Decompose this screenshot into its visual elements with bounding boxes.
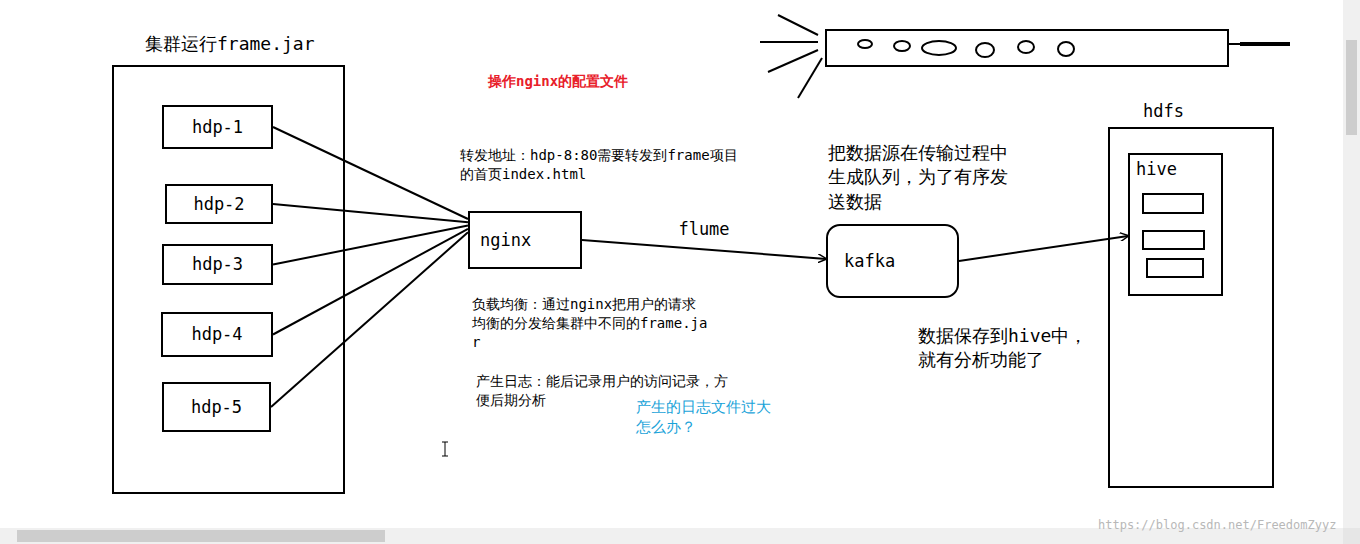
note: 把数据源在传输过程中生成队列，为了有序发送数据 (828, 141, 1016, 214)
warehouse-box: hive (1128, 153, 1223, 296)
server-box: hdp-4 (161, 312, 273, 357)
connector (582, 240, 826, 259)
server-box: hdp-2 (165, 184, 273, 224)
connector (271, 232, 468, 407)
box-heading: 集群运行frame.jar (145, 32, 315, 56)
proxy-box: nginx (468, 211, 582, 269)
note-red: 操作nginx的配置文件 (488, 72, 688, 91)
connector (273, 204, 468, 222)
cluster-box: hdp-1hdp-2hdp-3hdp-4hdp-5集群运行frame.jar (112, 65, 345, 494)
queue-box: kafka (826, 224, 959, 298)
connector (959, 236, 1128, 261)
server-box: hdp-5 (162, 382, 271, 432)
box-heading: hdfs (1143, 101, 1184, 121)
box-label: hdp-1 (192, 117, 243, 137)
box-label: hdp-5 (191, 397, 242, 417)
storage-box: hivehdfs (1108, 127, 1274, 488)
watermark: https://blog.csdn.net/FreedomZyyz (1098, 517, 1343, 533)
sensor-illustration (760, 15, 1290, 98)
connector (273, 127, 468, 219)
note: 转发地址：hdp-8:80需要转发到frame项目的首页index.html (460, 146, 750, 184)
box-label: kafka (844, 251, 895, 271)
box-label: hive (1136, 159, 1215, 179)
server-box: hdp-1 (162, 105, 273, 149)
text-cursor (442, 442, 448, 456)
box-label: nginx (480, 230, 531, 250)
box-label: hdp-3 (192, 254, 243, 274)
note-blue: 产生的日志文件过大怎么办？ (636, 397, 772, 438)
edge-label: flume (675, 219, 732, 239)
note: 负载均衡：通过nginx把用户的请求均衡的分发给集群中不同的frame.jar (472, 295, 710, 352)
note: 数据保存到hive中，就有分析功能了 (918, 324, 1103, 373)
box-label: hdp-4 (191, 324, 242, 344)
hive-tables (1143, 194, 1204, 277)
server-box: hdp-3 (162, 244, 273, 285)
box-label: hdp-2 (193, 194, 244, 214)
